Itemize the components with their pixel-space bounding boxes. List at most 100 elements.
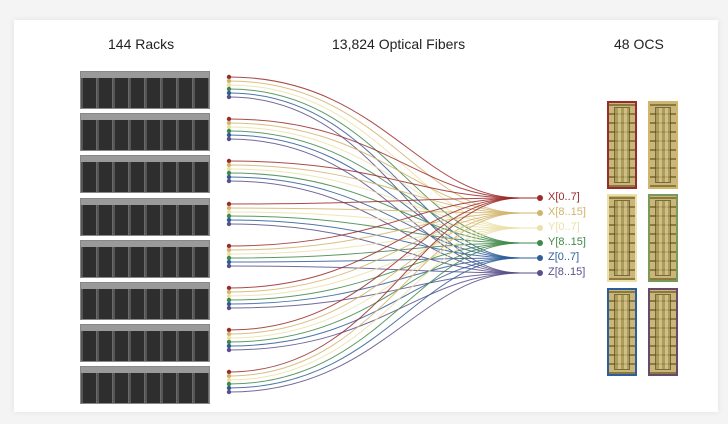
racks-header: 144 Racks xyxy=(108,36,175,52)
fiber-connector xyxy=(226,255,232,261)
fiber-connector xyxy=(226,377,232,383)
rack xyxy=(80,113,210,151)
fiber-line xyxy=(228,164,538,214)
rack xyxy=(80,198,210,236)
fiber-connector xyxy=(226,94,232,100)
fiber-line xyxy=(228,197,538,247)
fiber-line xyxy=(228,242,538,385)
fiber-connector xyxy=(226,78,232,84)
group-label: Z[8..15] xyxy=(548,266,586,278)
fiber-connector xyxy=(226,205,232,211)
ocs-circuit xyxy=(655,294,671,370)
fiber-line xyxy=(228,197,538,289)
rack xyxy=(80,71,210,109)
fiber-line xyxy=(228,211,538,229)
fiber-connector xyxy=(226,124,232,130)
fiber-connector xyxy=(226,301,232,307)
rack xyxy=(80,324,210,362)
fiber-line xyxy=(228,257,538,389)
fiber-connector xyxy=(226,82,232,88)
ocs-switch xyxy=(648,288,678,376)
group-endpoint xyxy=(537,270,543,276)
fiber-connector xyxy=(226,335,232,341)
fiber-connector xyxy=(226,343,232,349)
fiber-connector xyxy=(226,178,232,184)
fiber-connector xyxy=(226,373,232,379)
fiber-line xyxy=(228,257,538,263)
fiber-connector xyxy=(226,251,232,257)
fiber-line xyxy=(228,122,538,214)
fiber-connector xyxy=(226,170,232,176)
fiber-connector xyxy=(226,201,232,207)
fiber-connector xyxy=(226,305,232,311)
fiber-connector xyxy=(226,213,232,219)
fiber-line xyxy=(228,227,538,255)
fiber-line xyxy=(228,265,538,274)
fiber-connector xyxy=(226,217,232,223)
fiber-connector xyxy=(226,297,232,303)
fiber-line xyxy=(228,242,538,301)
fiber-line xyxy=(228,207,538,214)
rack xyxy=(80,366,210,404)
fiber-line xyxy=(228,118,538,199)
ocs-switch xyxy=(648,101,678,189)
ocs-switch xyxy=(607,101,637,189)
fiber-line xyxy=(228,160,538,199)
fiber-line xyxy=(228,126,538,229)
fiber-connector xyxy=(226,285,232,291)
ocs-switch xyxy=(648,194,678,282)
group-label: Z[0..7] xyxy=(548,251,580,263)
ocs-circuit xyxy=(655,107,671,183)
fiber-line xyxy=(228,219,538,259)
fiber-connector xyxy=(226,174,232,180)
group-label: X[0..7] xyxy=(548,191,580,203)
fiber-line xyxy=(228,197,538,331)
group-label: Y[8..15] xyxy=(548,236,586,248)
ocs-header: 48 OCS xyxy=(614,36,664,52)
ocs-circuit xyxy=(614,200,630,276)
fiber-connector xyxy=(226,389,232,395)
group-endpoint xyxy=(537,240,543,246)
fiber-connector xyxy=(226,289,232,295)
fiber-line xyxy=(228,215,538,244)
fiber-line xyxy=(228,212,538,377)
fiber-connector xyxy=(226,158,232,164)
fiber-connector xyxy=(226,128,232,134)
fiber-line xyxy=(228,212,538,335)
fiber-line xyxy=(228,76,538,199)
fiber-connector xyxy=(226,86,232,92)
fibers-header: 13,824 Optical Fibers xyxy=(332,36,466,52)
group-label: Y[0..7] xyxy=(548,221,580,233)
ocs-circuit xyxy=(655,200,671,276)
fiber-connector xyxy=(226,90,232,96)
fiber-connector xyxy=(226,331,232,337)
fiber-line xyxy=(228,272,538,393)
group-endpoint xyxy=(537,255,543,261)
group-endpoint xyxy=(537,195,543,201)
fiber-connector xyxy=(226,120,232,126)
fiber-line xyxy=(228,257,538,305)
ocs-switch xyxy=(607,194,637,282)
fiber-connector xyxy=(226,263,232,269)
fiber-connector xyxy=(226,162,232,168)
fiber-connector xyxy=(226,347,232,353)
group-label: X[8..15] xyxy=(548,206,586,218)
fiber-connector xyxy=(226,339,232,345)
fiber-line xyxy=(228,197,538,205)
fiber-connector xyxy=(226,74,232,80)
fiber-connector xyxy=(226,293,232,299)
fiber-line xyxy=(228,197,538,373)
fiber-line xyxy=(228,227,538,381)
ocs-circuit xyxy=(614,294,630,370)
fiber-connector xyxy=(226,209,232,215)
group-endpoint xyxy=(537,225,543,231)
fiber-connector xyxy=(226,247,232,253)
fiber-connector xyxy=(226,243,232,249)
fiber-line xyxy=(228,223,538,274)
fiber-connector xyxy=(226,259,232,265)
ocs-switch xyxy=(607,288,637,376)
fiber-connector xyxy=(226,381,232,387)
fiber-line xyxy=(228,80,538,214)
fiber-connector xyxy=(226,369,232,375)
